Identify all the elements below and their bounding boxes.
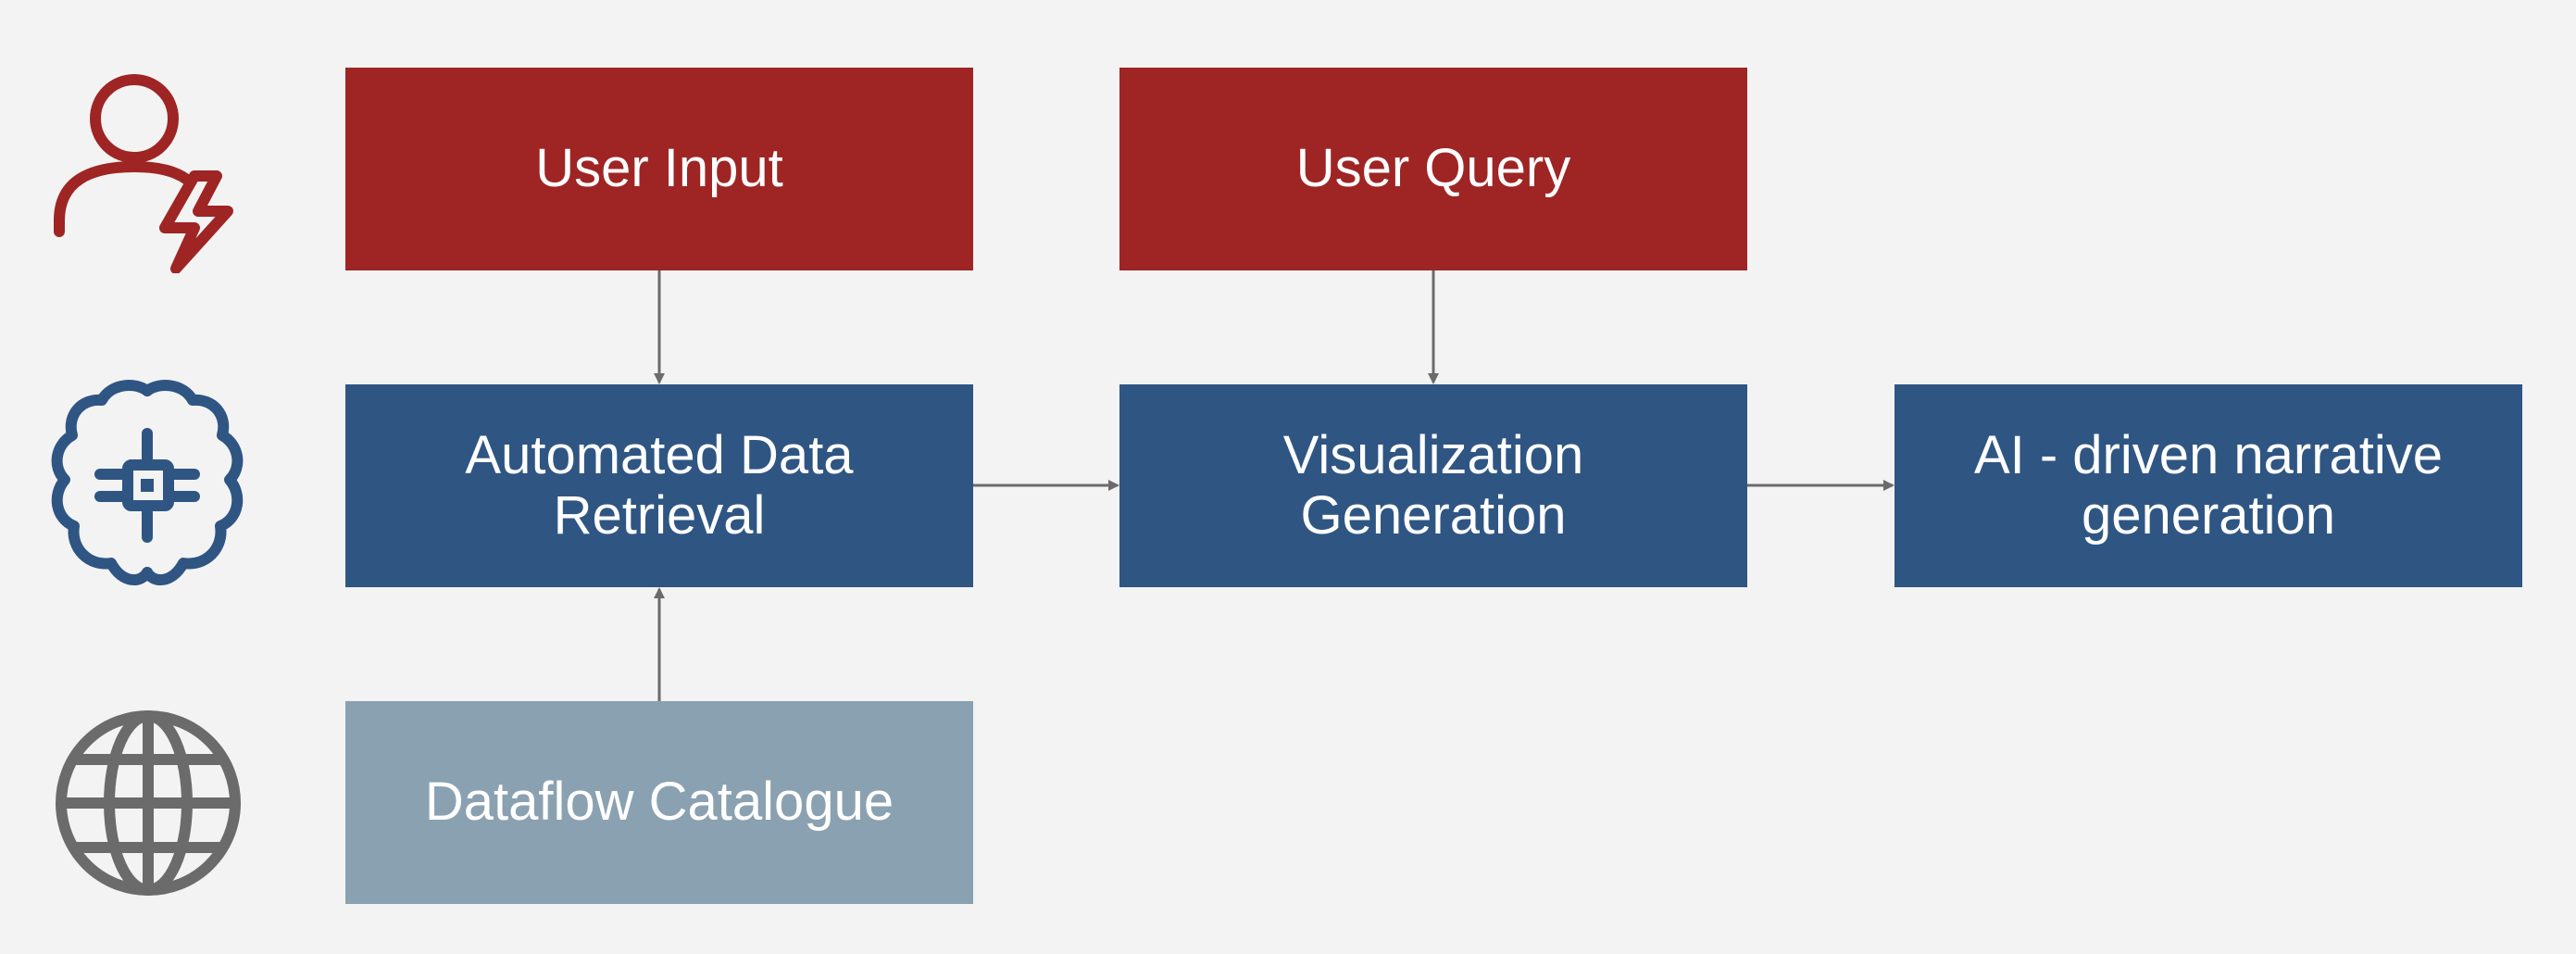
automated-data-retrieval-label-line1: Automated Data	[465, 424, 854, 485]
narrative-generation-label-line1: AI - driven narrative	[1973, 424, 2444, 485]
user-query-box: User Query	[1119, 68, 1747, 270]
dataflow-catalogue-label: Dataflow Catalogue	[424, 772, 894, 833]
narrative-generation-label-line2: generation	[2081, 484, 2336, 546]
globe-icon	[56, 710, 241, 896]
automated-data-retrieval-box: Automated Data Retrieval	[345, 384, 973, 587]
user-input-box: User Input	[345, 68, 973, 270]
automated-data-retrieval-label-line2: Retrieval	[553, 484, 766, 546]
visualization-generation-box: Visualization Generation	[1119, 384, 1747, 587]
narrative-generation-box: AI - driven narrative generation	[1894, 384, 2522, 587]
visualization-generation-label-line1: Visualization	[1282, 424, 1584, 485]
visualization-generation-label-line2: Generation	[1300, 484, 1567, 546]
user-query-label: User Query	[1295, 138, 1571, 199]
user-input-label: User Input	[535, 138, 783, 199]
user-lightning-icon	[54, 74, 233, 273]
brain-chip-icon	[51, 380, 244, 585]
dataflow-catalogue-box: Dataflow Catalogue	[345, 701, 973, 904]
